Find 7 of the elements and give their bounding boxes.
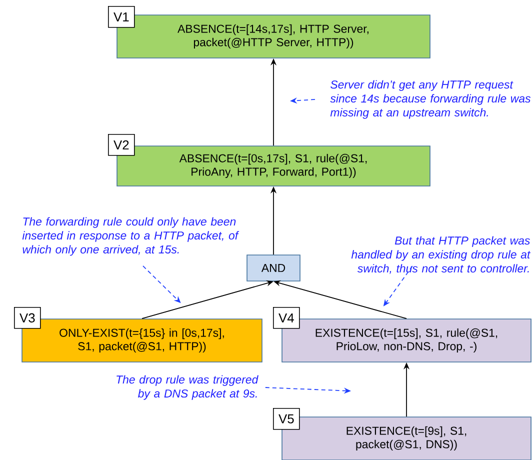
annotation-text: The forwarding rule could only have been inserted in response to a HTTP packet, of which only one arrived, at 15s. [22,217,240,256]
annotation-text: But that HTTP packet was handled by an existing drop rule at switch, thus not sent to controller. [351,236,531,274]
annotation-text: Server didn’t get any HTTP request since 14s because forwarding rule was missing at an upstream switch. [330,80,530,119]
logic-box: AND [246,254,300,282]
vertex-tag: V1 [108,6,135,28]
annotation-text: The drop rule was triggered by a DNS packet at 9s. [116,375,258,400]
vertex-tag: V5 [273,408,300,430]
